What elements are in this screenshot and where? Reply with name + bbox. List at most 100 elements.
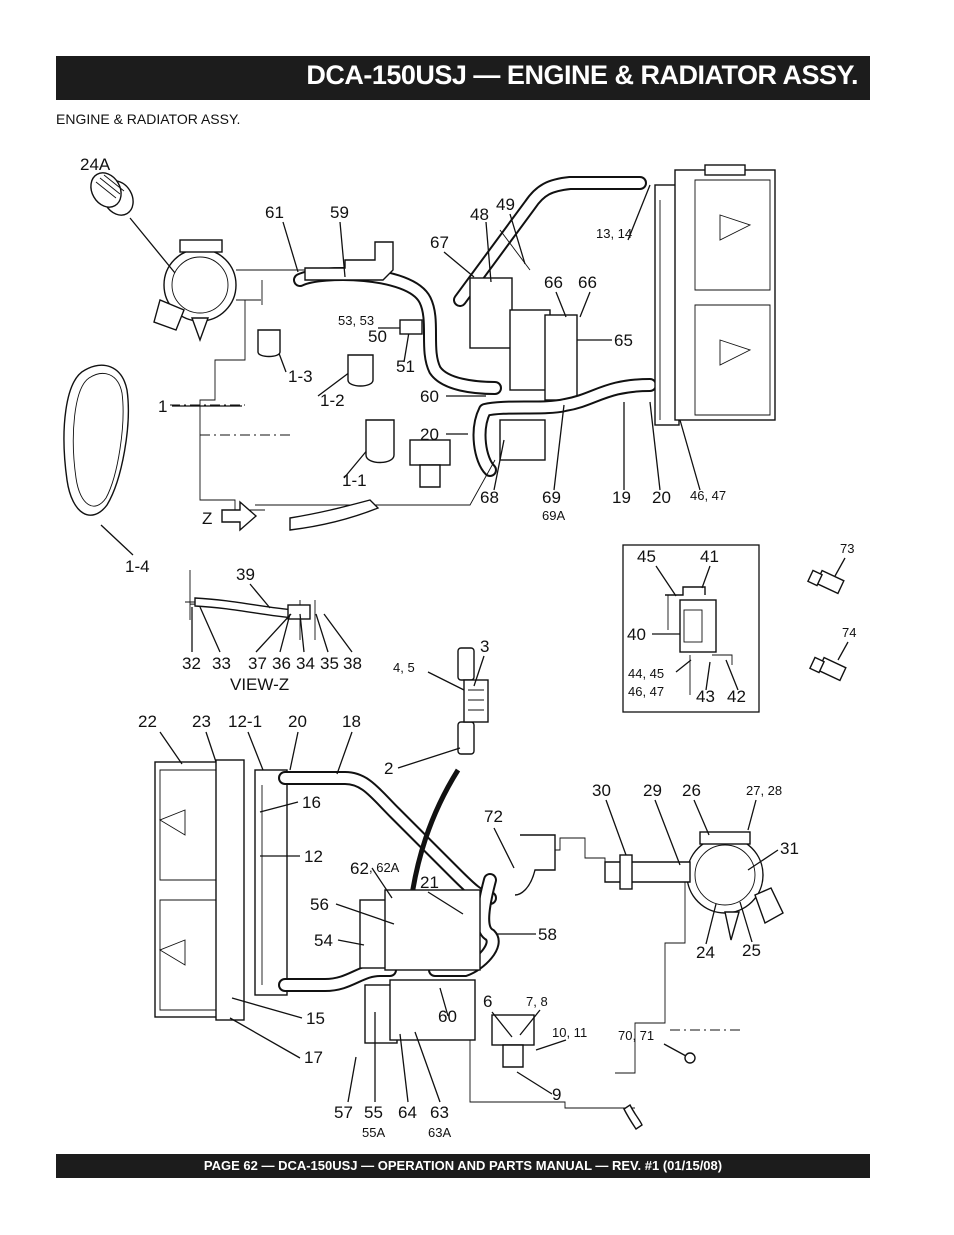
callout-20a: 20 [420, 425, 439, 444]
view-z-label: VIEW-Z [230, 675, 289, 694]
callout-61: 61 [265, 203, 284, 222]
callout-60a: 60 [420, 387, 439, 406]
callout-65: 65 [614, 331, 633, 350]
callout-41: 41 [700, 547, 719, 566]
callout-73: 73 [840, 541, 854, 556]
callout-21: 21 [420, 873, 439, 892]
page-title: DCA-150USJ — ENGINE & RADIATOR ASSY. [306, 60, 858, 90]
callout-49: 49 [496, 195, 515, 214]
air-cleaner-bottom [604, 831, 784, 941]
callout-74: 74 [842, 625, 856, 640]
callout-46-47a: 46, 47 [690, 488, 726, 503]
callout-66a: 66 [544, 273, 563, 292]
callout-34: 34 [296, 654, 315, 673]
callout-6: 6 [483, 992, 492, 1011]
callout-62a: , 62A [369, 860, 400, 875]
callout-72: 72 [484, 807, 503, 826]
callout-18: 18 [342, 712, 361, 731]
callout-26: 26 [682, 781, 701, 800]
part-63-bracket [389, 979, 476, 1041]
radiator-top [654, 164, 776, 426]
callout-31: 31 [780, 839, 799, 858]
callout-60b: 60 [438, 1007, 457, 1026]
pipe-48-49 [453, 176, 647, 307]
callout-1-1: 1-1 [342, 471, 367, 490]
callout-2: 2 [384, 759, 393, 778]
callout-68: 68 [480, 488, 499, 507]
callout-44-45: 44, 45 [628, 666, 664, 681]
callout-70-71: 70, 71 [618, 1028, 654, 1043]
callout-z: Z [202, 509, 212, 528]
callout-1: 1 [158, 397, 167, 416]
callout-1-3: 1-3 [288, 367, 313, 386]
air-cleaner-top [153, 239, 306, 343]
callout-16: 16 [302, 793, 321, 812]
callout-17: 17 [304, 1048, 323, 1067]
callout-69a: 69A [542, 508, 565, 523]
callout-24a: 24A [80, 155, 111, 174]
callout-7-8: 7, 8 [526, 994, 548, 1009]
part-62-bracket [384, 889, 481, 971]
callout-46-47b: 46, 47 [628, 684, 664, 699]
lower-hose-15 [278, 963, 397, 992]
top-assembly: 24A 61 59 48 49 67 13, 14 66 66 65 53, 5… [63, 155, 776, 576]
page-header: DCA-150USJ — ENGINE & RADIATOR ASSY. [56, 56, 870, 100]
bottom-assembly: 22 23 12-1 20 18 16 12 72 30 29 26 27, 2… [138, 712, 799, 1140]
part-65-shroud [544, 314, 578, 401]
part-24a-filter-element [90, 172, 134, 216]
section-subtitle: ENGINE & RADIATOR ASSY. [56, 111, 241, 127]
callout-9: 9 [552, 1085, 561, 1104]
callout-12-1: 12-1 [228, 712, 262, 731]
callout-55: 55 [364, 1103, 383, 1122]
callout-67: 67 [430, 233, 449, 252]
callout-54: 54 [314, 931, 333, 950]
callout-42: 42 [727, 687, 746, 706]
callout-63: 63 [430, 1103, 449, 1122]
callout-32: 32 [182, 654, 201, 673]
part-67-bracket [469, 277, 513, 349]
callout-50: 50 [368, 327, 387, 346]
callout-51: 51 [396, 357, 415, 376]
callout-40: 40 [627, 625, 646, 644]
callout-12: 12 [304, 847, 323, 866]
callout-53-53: 53, 53 [338, 313, 374, 328]
callout-3: 3 [480, 637, 489, 656]
callout-24: 24 [696, 943, 715, 962]
callout-33: 33 [212, 654, 231, 673]
callout-39: 39 [236, 565, 255, 584]
callout-36: 36 [272, 654, 291, 673]
footer-text: PAGE 62 — DCA-150USJ — OPERATION AND PAR… [203, 1158, 723, 1173]
callout-35: 35 [320, 654, 339, 673]
callout-55a: 55A [362, 1125, 385, 1140]
callout-30: 30 [592, 781, 611, 800]
callout-37: 37 [248, 654, 267, 673]
callout-22: 22 [138, 712, 157, 731]
callout-27-28: 27, 28 [746, 783, 782, 798]
callout-48: 48 [470, 205, 489, 224]
lower-hose-19 [472, 378, 657, 477]
callout-29: 29 [643, 781, 662, 800]
detail-box: 45 41 40 44, 45 46, 47 43 42 [622, 544, 760, 713]
callout-1-4: 1-4 [125, 557, 150, 576]
engine-mount-bottom [491, 1014, 535, 1068]
callout-15: 15 [306, 1009, 325, 1028]
engine-mount-top [409, 439, 451, 488]
part-73-sensor: 73 [807, 541, 854, 595]
callout-10-11: 10, 11 [552, 1025, 587, 1040]
callout-4-5: 4, 5 [393, 660, 415, 675]
callout-69: 69 [542, 488, 561, 507]
callout-64: 64 [398, 1103, 417, 1122]
callout-59: 59 [330, 203, 349, 222]
radiator-bottom [154, 759, 288, 1021]
callout-19: 19 [612, 488, 631, 507]
view-z-detail: 39 32 33 37 36 34 35 38 VIEW-Z [182, 565, 362, 694]
callout-20b: 20 [652, 488, 671, 507]
callout-20c: 20 [288, 712, 307, 731]
callout-45: 45 [637, 547, 656, 566]
part-1-4-fan-belt [63, 364, 129, 516]
callout-38: 38 [343, 654, 362, 673]
callout-43: 43 [696, 687, 715, 706]
callout-57: 57 [334, 1103, 353, 1122]
callout-13-14: 13, 14 [596, 226, 632, 241]
